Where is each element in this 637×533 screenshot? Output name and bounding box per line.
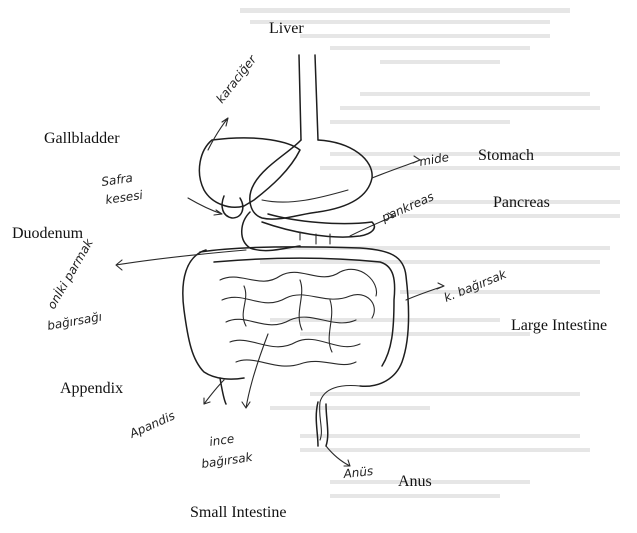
label-duodenum: Duodenum	[12, 226, 83, 242]
label-large-intestine: Large Intestine	[511, 318, 607, 334]
label-stomach: Stomach	[478, 148, 534, 164]
pancreas-outline	[262, 214, 374, 237]
hw-ince-1: ince	[208, 432, 235, 449]
small-intestine-coils	[220, 269, 377, 366]
hw-onikiparmak-1: onİki parmak	[44, 235, 97, 311]
hw-onikiparmak-2: bağırsağı	[46, 310, 103, 333]
hw-pankreas: pankreas	[379, 189, 436, 225]
label-appendix: Appendix	[60, 381, 123, 397]
hw-apandis: Apandis	[127, 408, 177, 441]
label-liver: Liver	[269, 21, 304, 37]
label-anus: Anus	[398, 474, 432, 490]
hw-safra-1: Safra	[100, 171, 133, 189]
appendix-outline	[220, 378, 226, 404]
label-small-intestine: Small Intestine	[190, 505, 286, 521]
stomach-outline	[250, 140, 372, 219]
background-print	[240, 8, 620, 498]
hw-anus: Anüs	[342, 464, 374, 481]
label-pancreas: Pancreas	[493, 195, 550, 211]
hw-kalin-bagirsak: k. bağırsak	[442, 267, 509, 305]
hw-safra-2: kesesi	[104, 188, 144, 207]
label-gallbladder: Gallbladder	[44, 131, 120, 147]
hw-ince-2: bağırsak	[200, 450, 254, 471]
hw-karaciger: karaciğer	[213, 52, 259, 106]
esophagus-outline	[299, 55, 318, 140]
